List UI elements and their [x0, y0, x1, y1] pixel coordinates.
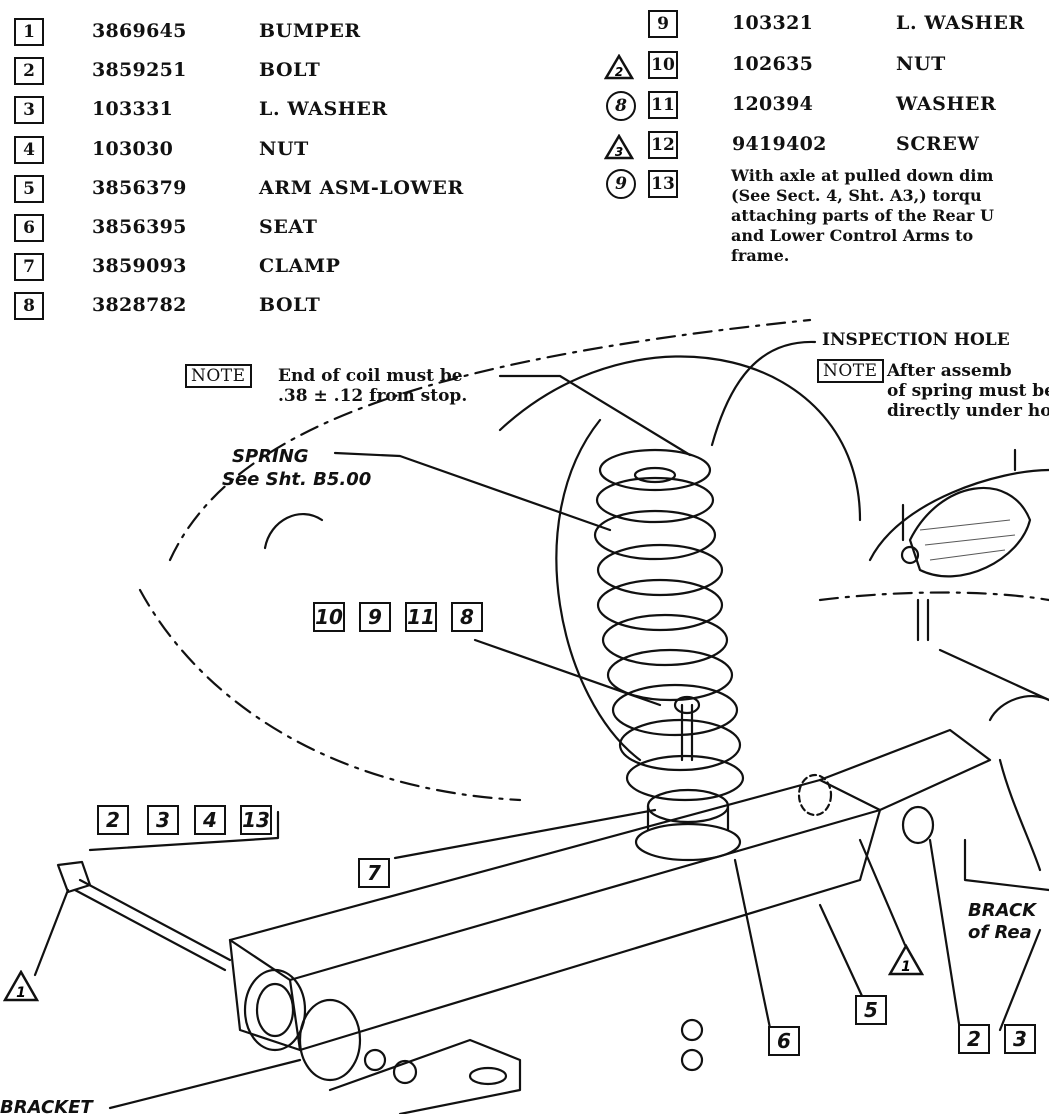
callout-box: 9: [359, 602, 391, 632]
part-name: L. WASHER: [896, 12, 1025, 34]
parts-row: 6 3856395 SEAT: [14, 214, 514, 244]
callout-box: 3: [1004, 1024, 1036, 1054]
bracket-label-left: BRACKET: [0, 1097, 93, 1114]
triangle-number: 1: [901, 959, 911, 975]
part-name: SCREW: [896, 133, 980, 155]
part-name: CLAMP: [259, 255, 341, 277]
part-number: 3869645: [92, 20, 187, 42]
callout-box: 6: [768, 1026, 800, 1056]
parts-row: 7 3859093 CLAMP: [14, 253, 514, 283]
part-number: 102635: [732, 53, 814, 75]
part-name: BOLT: [259, 294, 321, 316]
callout-box: 2: [958, 1024, 990, 1054]
item-number: 5: [14, 175, 44, 203]
inspection-hole-label: INSPECTION HOLE: [822, 330, 1010, 350]
parts-row: 8 3828782 BOLT: [14, 292, 514, 322]
part-number: 103030: [92, 138, 174, 160]
parts-row: 9 103321 L. WASHER: [648, 10, 1048, 40]
item-number: 3: [14, 96, 44, 124]
parts-row: 11 120394 WASHER: [648, 91, 1048, 121]
part-name: SEAT: [259, 216, 318, 238]
item-number: 12: [648, 131, 678, 159]
item-number: 4: [14, 136, 44, 164]
callout-box: 13: [240, 805, 272, 835]
part-number: 9419402: [732, 133, 827, 155]
part-name: NUT: [896, 53, 946, 75]
part-number: 103321: [732, 12, 814, 34]
parts-row: 4 103030 NUT: [14, 136, 514, 166]
part-name: WASHER: [896, 93, 997, 115]
part-name: BUMPER: [259, 20, 361, 42]
item-number: 7: [14, 253, 44, 281]
parts-row: 10 102635 NUT: [648, 51, 1048, 81]
part-name: NUT: [259, 138, 309, 160]
warning-triangle-icon: 3: [604, 134, 634, 160]
note-tag: NOTE: [185, 364, 252, 388]
triangle-number: 1: [16, 985, 26, 1001]
callout-box: 11: [405, 602, 437, 632]
callout-box: 10: [313, 602, 345, 632]
part-name: L. WASHER: [259, 98, 388, 120]
spring-reference: See Sht. B5.00: [222, 469, 372, 490]
triangle-number: 3: [615, 145, 623, 159]
torque-note: With axle at pulled down dim (See Sect. …: [731, 166, 995, 265]
warning-triangle-icon: 1: [3, 970, 39, 1002]
item-number: 2: [14, 57, 44, 85]
warning-triangle-icon: 1: [888, 944, 924, 976]
inspection-note-text: After assemb of spring must be vi direct…: [887, 361, 1049, 421]
item-number: 8: [14, 292, 44, 320]
part-number: 120394: [732, 93, 814, 115]
triangle-number: 2: [615, 65, 623, 79]
part-number: 3859251: [92, 59, 187, 81]
callout-box: 2: [97, 805, 129, 835]
circle-note-icon: 8: [606, 91, 636, 121]
parts-row: 13: [648, 170, 728, 200]
part-name: BOLT: [259, 59, 321, 81]
parts-row: 3 103331 L. WASHER: [14, 96, 514, 126]
parts-row: 12 9419402 SCREW: [648, 131, 1048, 161]
part-number: 103331: [92, 98, 174, 120]
callout-box: 7: [358, 858, 390, 888]
item-number: 11: [648, 91, 678, 119]
callout-box: 3: [147, 805, 179, 835]
item-number: 1: [14, 18, 44, 46]
part-name: ARM ASM-LOWER: [259, 177, 464, 199]
spring-label: SPRING: [232, 446, 309, 467]
callout-box: 8: [451, 602, 483, 632]
part-number: 3856379: [92, 177, 187, 199]
parts-row: 5 3856379 ARM ASM-LOWER: [14, 175, 514, 205]
warning-triangle-icon: 2: [604, 54, 634, 80]
item-number: 6: [14, 214, 44, 242]
bracket-label-right: BRACK of Rea: [968, 900, 1037, 943]
coil-note: NOTE End of coil must be .38 ± .12 from s…: [185, 364, 467, 406]
callout-box: 4: [194, 805, 226, 835]
callout-box: 5: [855, 995, 887, 1025]
item-number: 10: [648, 51, 678, 79]
note-tag: NOTE: [817, 359, 884, 383]
part-number: 3828782: [92, 294, 187, 316]
item-number: 9: [648, 10, 678, 38]
spring-coil: [593, 448, 745, 802]
part-number: 3856395: [92, 216, 187, 238]
coil-note-text: End of coil must be .38 ± .12 from stop.: [278, 366, 468, 406]
part-number: 3859093: [92, 255, 187, 277]
parts-row: 2 3859251 BOLT: [14, 57, 514, 87]
circle-note-icon: 9: [606, 169, 636, 199]
item-number: 13: [648, 170, 678, 198]
parts-row: 1 3869645 BUMPER: [14, 18, 514, 48]
